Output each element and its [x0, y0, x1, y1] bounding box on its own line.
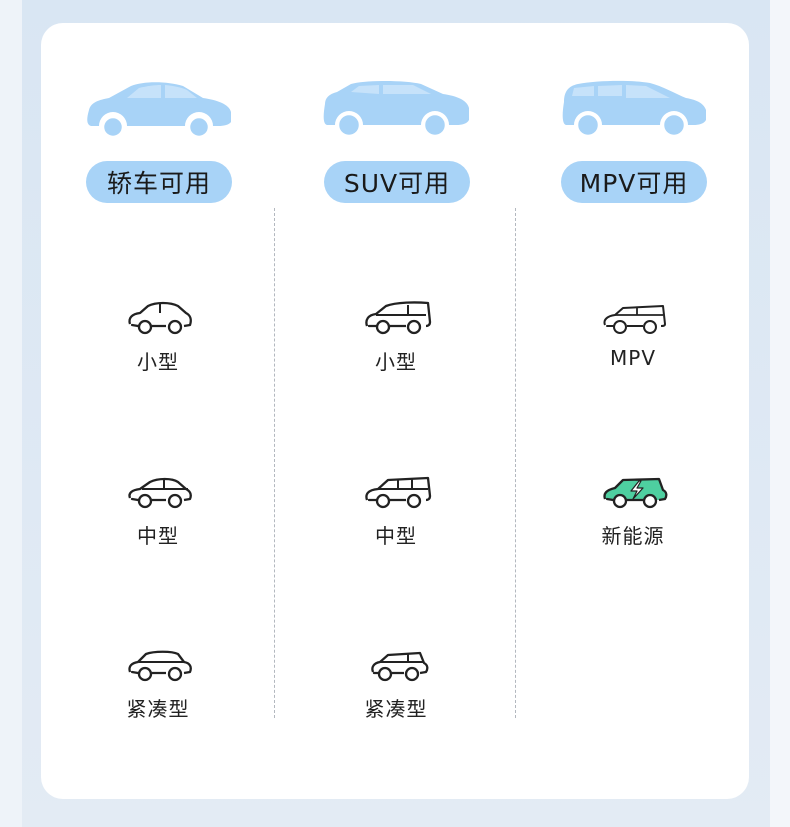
small-suv-icon	[365, 301, 432, 335]
mpv-column: MPV可用 MPV 新能源	[518, 23, 748, 799]
sedan-type-compact[interactable]: 紧凑型	[98, 645, 218, 735]
midsize-suv-icon	[365, 476, 432, 509]
suv-icon	[323, 81, 469, 138]
right-edge	[770, 0, 790, 827]
mpv-icon	[562, 80, 706, 138]
type-label: 紧凑型	[126, 697, 190, 721]
sedan-type-small[interactable]: 小型	[98, 298, 218, 388]
type-label: 新能源	[601, 524, 665, 548]
left-edge	[0, 0, 22, 827]
column-divider	[515, 208, 516, 718]
mpv-type-mpv[interactable]: MPV	[573, 298, 693, 388]
suv-type-midsize[interactable]: 中型	[336, 472, 456, 562]
mpv-outline-icon	[603, 305, 666, 334]
suv-type-compact[interactable]: 紧凑型	[336, 645, 456, 735]
sedan-column: 轿车可用 小型 中型	[43, 23, 273, 799]
sedan-icon	[87, 82, 231, 138]
column-divider	[274, 208, 275, 718]
new-energy-car-icon	[603, 477, 668, 509]
type-label: 小型	[137, 350, 179, 374]
suv-type-small[interactable]: 小型	[336, 298, 456, 388]
midsize-sedan-icon	[128, 477, 192, 509]
small-sedan-icon	[128, 301, 192, 335]
compact-sedan-icon	[128, 650, 192, 682]
mpv-type-new-energy[interactable]: 新能源	[573, 472, 693, 562]
compact-suv-icon	[371, 651, 429, 682]
type-label: 小型	[375, 350, 417, 374]
suv-heading-pill[interactable]: SUV可用	[324, 161, 470, 203]
type-label: 中型	[137, 524, 179, 548]
mpv-heading-pill[interactable]: MPV可用	[561, 161, 707, 203]
type-label: MPV	[610, 346, 656, 370]
sedan-type-midsize[interactable]: 中型	[98, 472, 218, 562]
type-label: 紧凑型	[364, 697, 428, 721]
type-label: 中型	[375, 524, 417, 548]
vehicle-type-card: 轿车可用 小型 中型	[41, 23, 749, 799]
sedan-heading-pill[interactable]: 轿车可用	[86, 161, 232, 203]
suv-column: SUV可用 小型 中型	[281, 23, 511, 799]
